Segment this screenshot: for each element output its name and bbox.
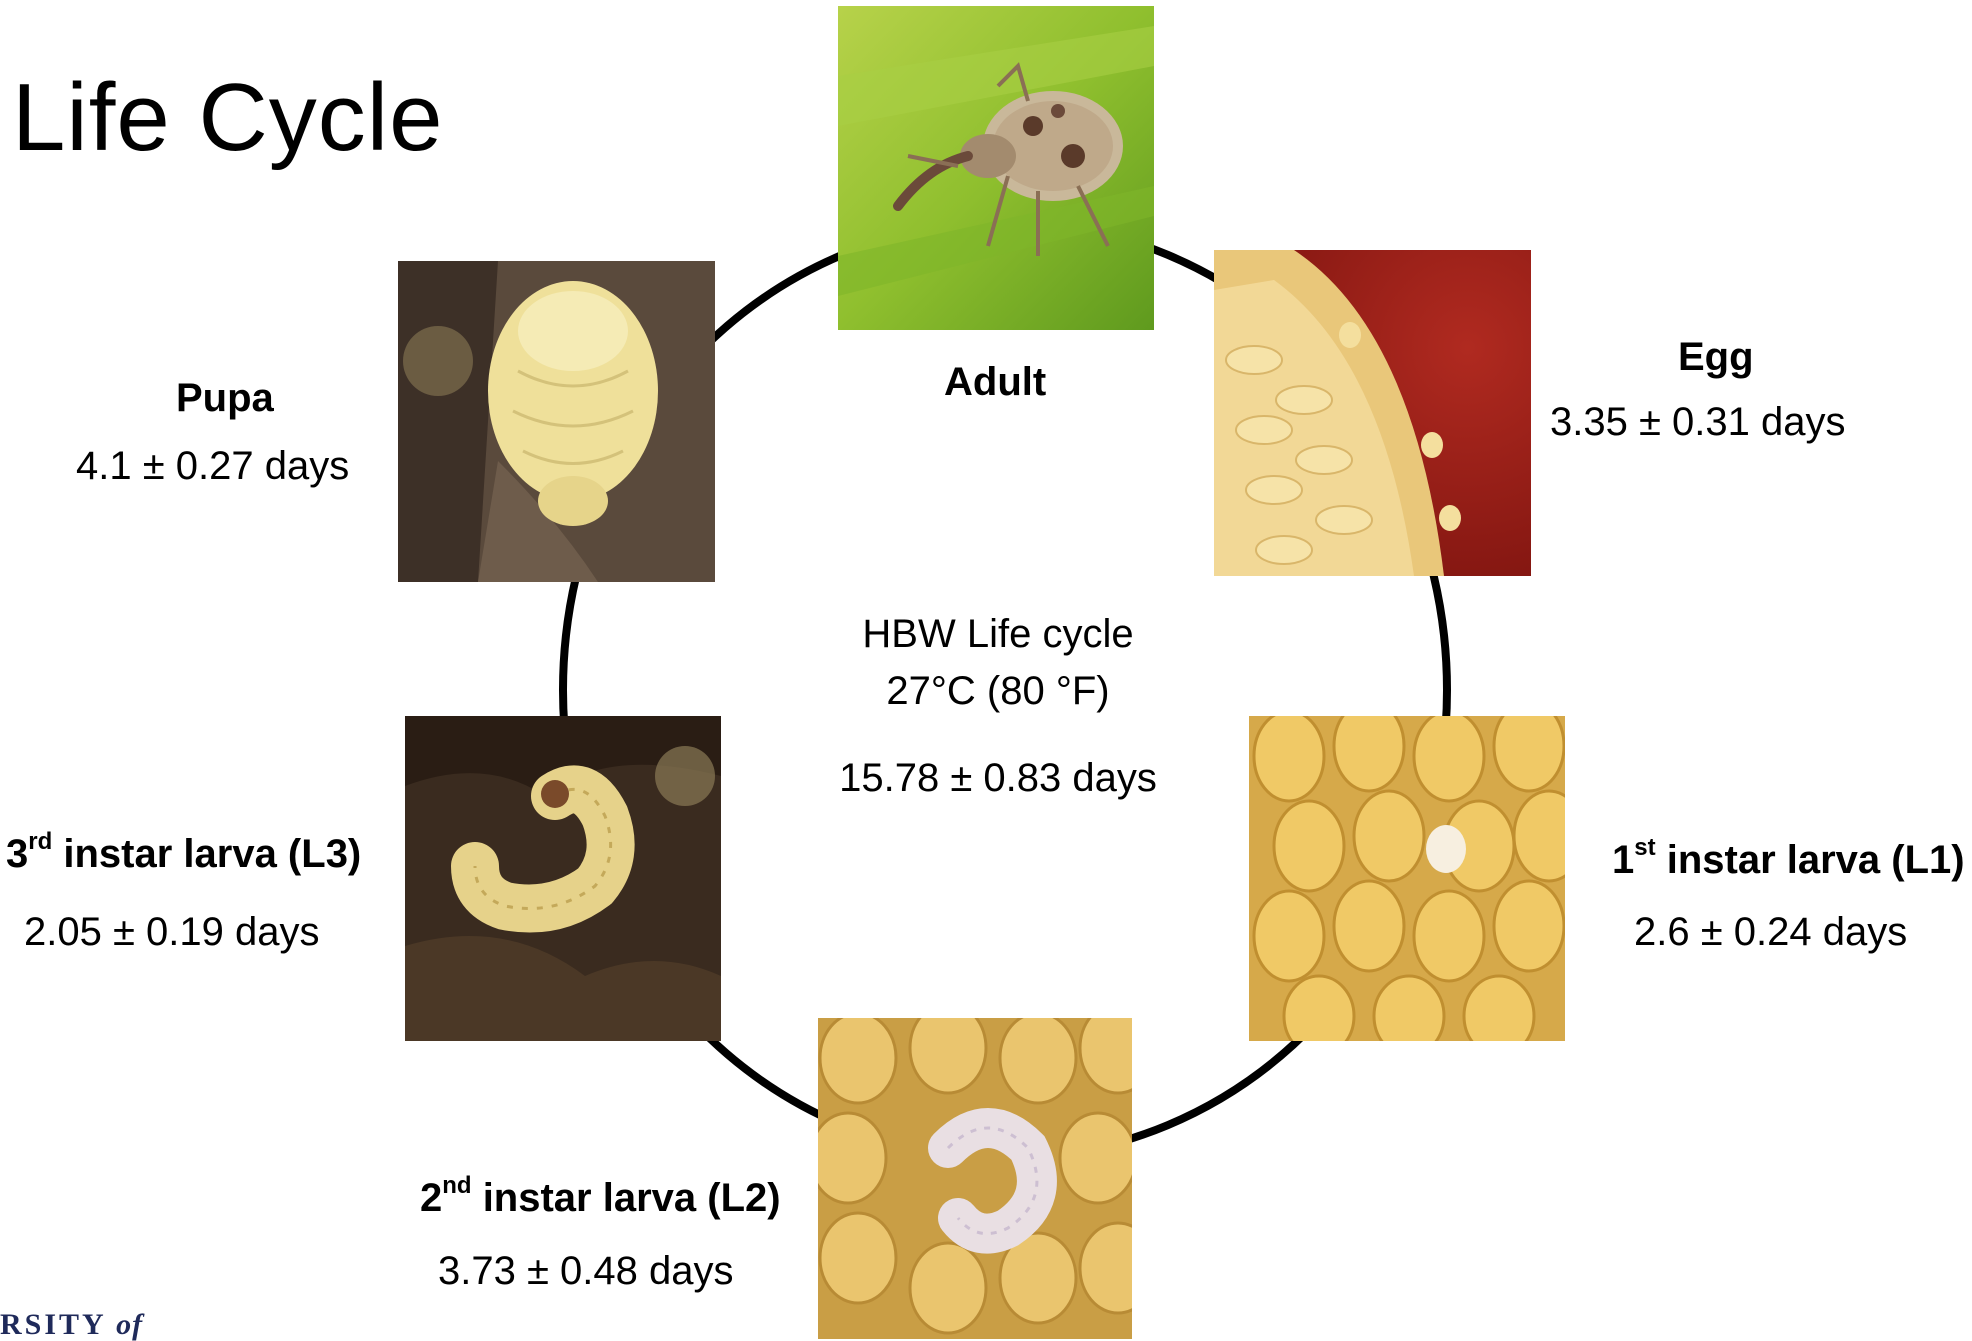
first-instar-sup: st bbox=[1634, 834, 1655, 861]
logo-italic: of bbox=[116, 1308, 143, 1341]
university-logo: RSITY of bbox=[0, 1310, 143, 1340]
egg-duration: 3.35 ± 0.31 days bbox=[1550, 402, 1846, 442]
first-instar-label: 1st instar larva (L1) bbox=[1612, 840, 1965, 880]
second-instar-sup: nd bbox=[442, 1172, 471, 1199]
first-instar-photo bbox=[1249, 716, 1565, 1041]
logo-text: RSITY bbox=[0, 1308, 106, 1341]
second-instar-label: 2nd instar larva (L2) bbox=[420, 1178, 781, 1218]
cycle-total-duration: 15.78 ± 0.83 days bbox=[780, 758, 1216, 798]
third-instar-text: instar larva (L3) bbox=[52, 832, 361, 876]
first-instar-duration: 2.6 ± 0.24 days bbox=[1634, 912, 1907, 952]
second-instar-text: instar larva (L2) bbox=[472, 1176, 781, 1220]
slide-title: Life Cycle bbox=[12, 70, 444, 166]
first-instar-num: 1 bbox=[1612, 838, 1634, 882]
third-instar-duration: 2.05 ± 0.19 days bbox=[24, 912, 320, 952]
egg-photo bbox=[1214, 250, 1531, 576]
third-instar-photo bbox=[405, 716, 721, 1041]
first-instar-text: instar larva (L1) bbox=[1656, 838, 1965, 882]
adult-weevil-photo bbox=[838, 6, 1154, 330]
third-instar-num: 3 bbox=[6, 832, 28, 876]
third-instar-label: 3rd instar larva (L3) bbox=[6, 834, 361, 874]
third-instar-sup: rd bbox=[28, 828, 52, 855]
second-instar-photo bbox=[818, 1018, 1132, 1339]
pupa-photo bbox=[398, 261, 715, 582]
adult-label: Adult bbox=[944, 362, 1046, 402]
pupa-duration: 4.1 ± 0.27 days bbox=[76, 446, 349, 486]
pupa-label: Pupa bbox=[176, 378, 274, 418]
cycle-title: HBW Life cycle bbox=[800, 614, 1196, 654]
second-instar-duration: 3.73 ± 0.48 days bbox=[438, 1251, 734, 1291]
second-instar-num: 2 bbox=[420, 1176, 442, 1220]
egg-label: Egg bbox=[1678, 337, 1754, 377]
cycle-temperature: 27°C (80 °F) bbox=[800, 671, 1196, 711]
